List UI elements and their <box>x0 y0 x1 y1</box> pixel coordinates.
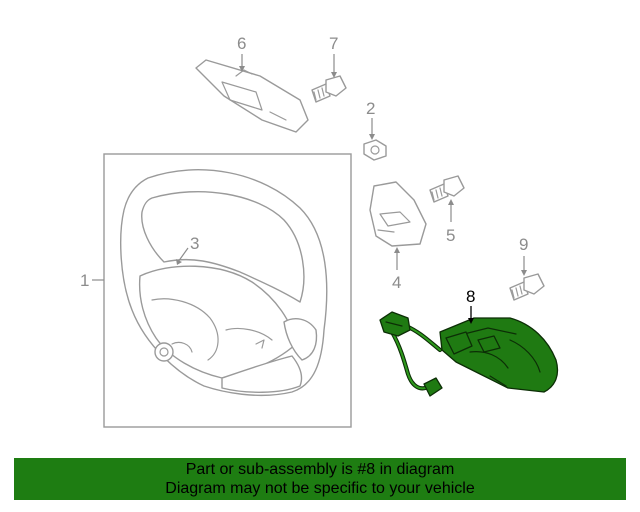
parts-diagram: 1 2 3 4 5 6 7 8 9 <box>80 34 559 428</box>
hub-detail-line <box>225 327 273 341</box>
part-2-nut <box>363 139 387 161</box>
steering-shaft-nut <box>154 342 174 362</box>
steering-wheel-lower-spoke <box>221 355 303 393</box>
part-6-cover <box>195 59 309 133</box>
callout-5: 5 <box>446 226 455 245</box>
part-7-bolt <box>311 75 347 103</box>
banner-disclaimer-text: Diagram may not be specific to your vehi… <box>165 480 475 497</box>
shaft-collar <box>171 341 193 353</box>
steering-wheel-right-spoke <box>283 318 318 361</box>
part-4-bracket <box>369 181 427 247</box>
callout-2: 2 <box>366 99 375 118</box>
part-9-bolt <box>509 273 545 301</box>
hub-detail-mark <box>255 339 265 349</box>
part-info-banner: Part or sub-assembly is #8 in diagram Di… <box>14 458 626 500</box>
callout-4: 4 <box>392 273 401 292</box>
steering-wheel-inner <box>141 190 305 303</box>
callout-9: 9 <box>519 235 528 254</box>
part-8-switch-assembly <box>379 311 559 397</box>
banner-part-text: Part or sub-assembly is #8 in diagram <box>185 461 455 478</box>
steering-shaft-hole <box>159 347 169 357</box>
leader-3 <box>177 247 189 263</box>
leader-arrowheads <box>176 66 527 324</box>
callout-8: 8 <box>466 287 475 306</box>
callout-3: 3 <box>190 234 199 253</box>
part-5-bolt <box>429 175 465 203</box>
callout-7: 7 <box>329 34 338 53</box>
steering-wheel-frame <box>103 153 352 428</box>
callout-6: 6 <box>237 34 246 53</box>
hub-contour <box>151 298 219 361</box>
callout-1: 1 <box>80 271 89 290</box>
steering-wheel-group <box>103 153 352 428</box>
